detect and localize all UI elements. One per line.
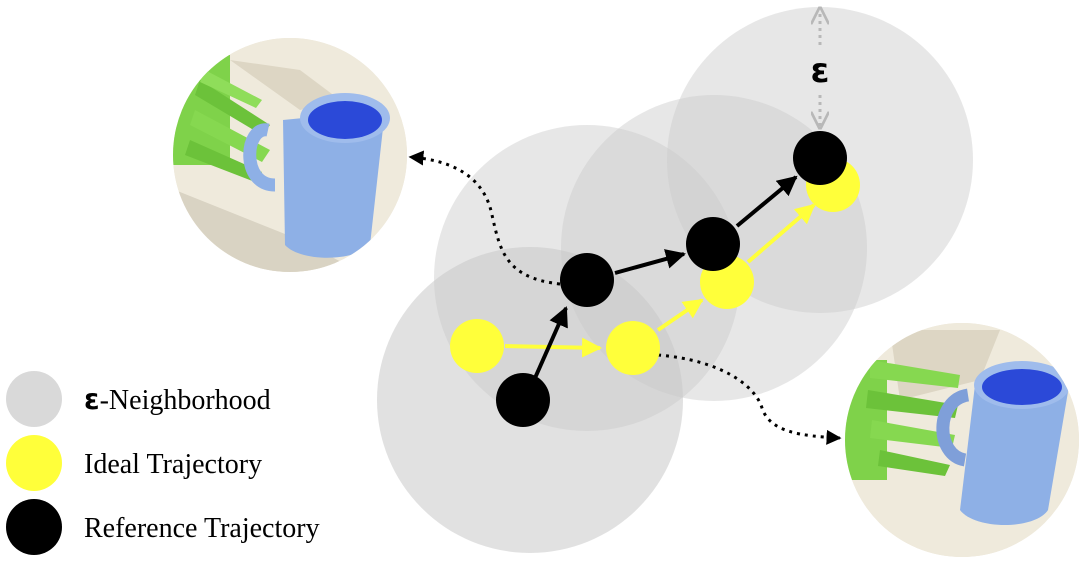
dotted-arrow-to-top-photo — [408, 150, 561, 286]
legend-item-reference: Reference Trajectory — [6, 499, 320, 555]
legend-item-neighborhood: ε-Neighborhood — [6, 371, 271, 427]
legend-swatch-ideal — [6, 435, 62, 491]
reference-edge-2 — [614, 249, 686, 275]
legend-swatch-neighborhood — [6, 371, 62, 427]
reference-edge-1 — [533, 306, 568, 379]
ideal-node-1 — [450, 319, 504, 373]
reference-node-3 — [686, 217, 740, 271]
gripper-icon — [845, 360, 960, 480]
mug-icon — [243, 93, 390, 258]
legend: ε-Neighborhood Ideal Trajectory Referenc… — [6, 371, 320, 555]
legend-label-ideal: Ideal Trajectory — [84, 449, 262, 480]
ideal-edge-2 — [656, 298, 704, 332]
svg-text:ε-Neighborhood: ε-Neighborhood — [84, 383, 271, 416]
reference-edge-3 — [735, 175, 798, 228]
legend-item-ideal: Ideal Trajectory — [6, 435, 262, 491]
dotted-arrow-to-bottom-photo — [657, 353, 842, 445]
grasp-photo-bottom-right — [845, 323, 1079, 557]
ideal-edge-1 — [504, 337, 602, 358]
legend-label-neighborhood: -Neighborhood — [100, 385, 271, 416]
ideal-edge-3 — [746, 203, 816, 264]
reference-node-4 — [793, 131, 847, 185]
reference-node-2 — [560, 253, 614, 307]
legend-label-reference: Reference Trajectory — [84, 513, 320, 544]
reference-node-1 — [496, 373, 550, 427]
legend-epsilon-symbol: ε — [84, 383, 100, 416]
legend-swatch-reference — [6, 499, 62, 555]
epsilon-label: ε — [811, 51, 830, 91]
epsilon-radius-indicator: ε — [811, 10, 830, 126]
ideal-node-2 — [606, 321, 660, 375]
reference-trajectory — [496, 131, 847, 427]
grasp-photo-top-left — [173, 38, 407, 272]
mug-icon — [936, 361, 1070, 525]
